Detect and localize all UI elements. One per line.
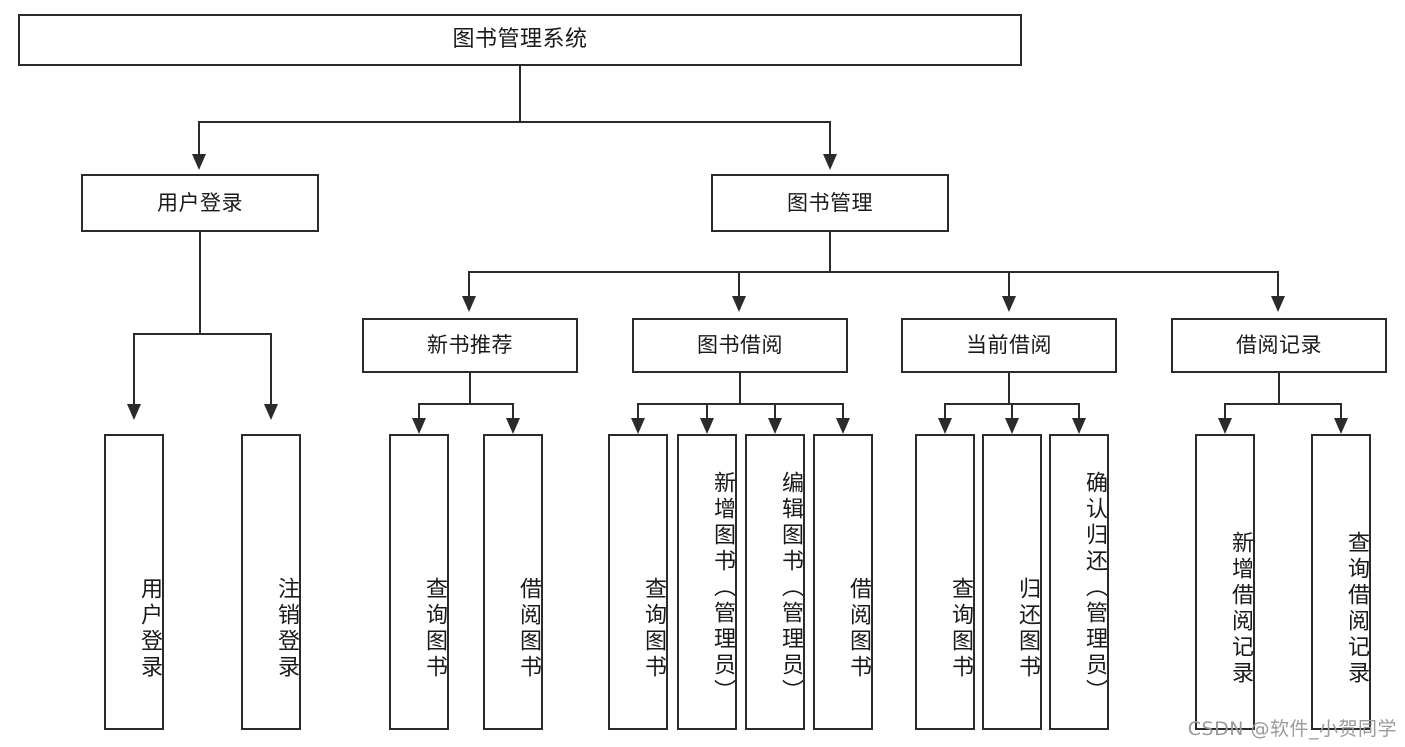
connector-nbr-stem: [469, 373, 471, 404]
node-label: 查询图书: [422, 577, 447, 681]
arrow-bm-to-current-borrow-icon: [1002, 296, 1016, 312]
leaf-cb-query-book[interactable]: 查询图书: [915, 434, 975, 730]
connector-br-bar: [1224, 403, 1342, 405]
node-current-borrow[interactable]: 当前借阅: [901, 318, 1117, 373]
leaf-bb-query-book[interactable]: 查询图书: [608, 434, 668, 730]
connector-nbr-to-borrow: [512, 403, 514, 421]
connector-bm-to-book-borrow: [738, 271, 740, 298]
connector-user-login-stem: [199, 232, 201, 334]
node-label: 图书管理系统: [452, 27, 588, 53]
arrow-cb-to-confirm-icon: [1072, 418, 1086, 434]
arrow-nbr-to-query-icon: [412, 418, 426, 434]
arrow-bm-to-borrow-record-icon: [1271, 296, 1285, 312]
node-label: 图书管理: [787, 190, 873, 215]
arrow-cb-to-query-icon: [938, 418, 952, 434]
node-book-borrow[interactable]: 图书借阅: [632, 318, 848, 373]
arrow-bb-to-add-icon: [700, 418, 714, 434]
node-borrow-record[interactable]: 借阅记录: [1171, 318, 1387, 373]
node-label: 新增图书（管理员）: [710, 471, 735, 705]
leaf-cb-return-book[interactable]: 归还图书: [982, 434, 1042, 730]
connector-bb-to-borrow: [842, 403, 844, 421]
node-label: 借阅记录: [1236, 333, 1322, 358]
node-label: 新书推荐: [427, 333, 513, 358]
leaf-user-login[interactable]: 用户登录: [104, 434, 164, 730]
node-label: 用户登录: [137, 577, 162, 681]
connector-root-stem: [519, 66, 521, 122]
connector-root-to-user-login: [198, 121, 200, 156]
connector-bb-stem: [739, 373, 741, 404]
node-label: 归还图书: [1015, 577, 1040, 681]
connector-bb-bar: [637, 403, 844, 405]
connector-nbr-bar: [418, 403, 513, 405]
connector-root-to-book-management: [829, 121, 831, 156]
connector-bb-to-query: [637, 403, 639, 421]
connector-bm-to-current-borrow: [1008, 271, 1010, 298]
leaf-br-query-record[interactable]: 查询借阅记录: [1311, 434, 1371, 730]
node-label: 确认归还（管理员）: [1082, 471, 1107, 705]
node-label: 图书借阅: [697, 333, 783, 358]
connector-br-to-query: [1340, 403, 1342, 421]
connector-book-management-stem: [829, 232, 831, 272]
node-new-book-recommend[interactable]: 新书推荐: [362, 318, 578, 373]
connector-bb-to-add: [706, 403, 708, 421]
connector-user-login-to-logout: [270, 333, 272, 406]
connector-nbr-to-query: [418, 403, 420, 421]
node-label: 借阅图书: [516, 577, 541, 681]
leaf-br-add-record[interactable]: 新增借阅记录: [1195, 434, 1255, 730]
node-label: 查询借阅记录: [1344, 531, 1369, 687]
arrow-bm-to-book-borrow-icon: [732, 296, 746, 312]
arrow-cb-to-return-icon: [1005, 418, 1019, 434]
leaf-cb-confirm-return-admin[interactable]: 确认归还（管理员）: [1049, 434, 1109, 730]
node-book-management[interactable]: 图书管理: [711, 174, 949, 232]
connector-cb-stem: [1008, 373, 1010, 404]
node-label: 查询图书: [641, 577, 666, 681]
arrow-bb-to-query-icon: [631, 418, 645, 434]
leaf-nbr-borrow-book[interactable]: 借阅图书: [483, 434, 543, 730]
connector-cb-to-query: [944, 403, 946, 421]
arrow-bb-to-edit-icon: [768, 418, 782, 434]
connector-bm-to-new-book: [468, 271, 470, 298]
leaf-bb-edit-book-admin[interactable]: 编辑图书（管理员）: [745, 434, 805, 730]
watermark-text: CSDN @软件_小贺同学: [1187, 718, 1397, 740]
arrow-user-login-to-logout-icon: [264, 404, 278, 420]
node-label: 编辑图书（管理员）: [778, 471, 803, 705]
node-label: 当前借阅: [966, 333, 1052, 358]
node-user-login[interactable]: 用户登录: [81, 174, 319, 232]
arrow-user-login-to-login-icon: [127, 404, 141, 420]
connector-root-bar: [198, 121, 831, 123]
arrow-bm-to-new-book-icon: [462, 296, 476, 312]
connector-book-management-bar: [468, 271, 1279, 273]
connector-bb-to-edit: [774, 403, 776, 421]
node-label: 用户登录: [157, 190, 243, 215]
connector-br-to-add: [1224, 403, 1226, 421]
leaf-bb-add-book-admin[interactable]: 新增图书（管理员）: [677, 434, 737, 730]
connector-user-login-to-login: [133, 333, 135, 406]
connector-user-login-bar: [133, 333, 272, 335]
arrow-root-to-user-login-icon: [192, 154, 206, 170]
leaf-bb-borrow-book[interactable]: 借阅图书: [813, 434, 873, 730]
node-label: 注销登录: [274, 577, 299, 681]
leaf-nbr-query-book[interactable]: 查询图书: [389, 434, 449, 730]
connector-bm-to-borrow-record: [1277, 271, 1279, 298]
arrow-br-to-add-icon: [1218, 418, 1232, 434]
node-label: 新增借阅记录: [1228, 531, 1253, 687]
arrow-nbr-to-borrow-icon: [506, 418, 520, 434]
connector-br-stem: [1278, 373, 1280, 404]
node-label: 查询图书: [948, 577, 973, 681]
leaf-user-logout[interactable]: 注销登录: [241, 434, 301, 730]
arrow-bb-to-borrow-icon: [836, 418, 850, 434]
connector-cb-to-confirm: [1078, 403, 1080, 421]
connector-cb-to-return: [1011, 403, 1013, 421]
arrow-root-to-book-management-icon: [823, 154, 837, 170]
arrow-br-to-query-icon: [1334, 418, 1348, 434]
node-root-book-management-system[interactable]: 图书管理系统: [18, 14, 1022, 66]
node-label: 借阅图书: [846, 577, 871, 681]
